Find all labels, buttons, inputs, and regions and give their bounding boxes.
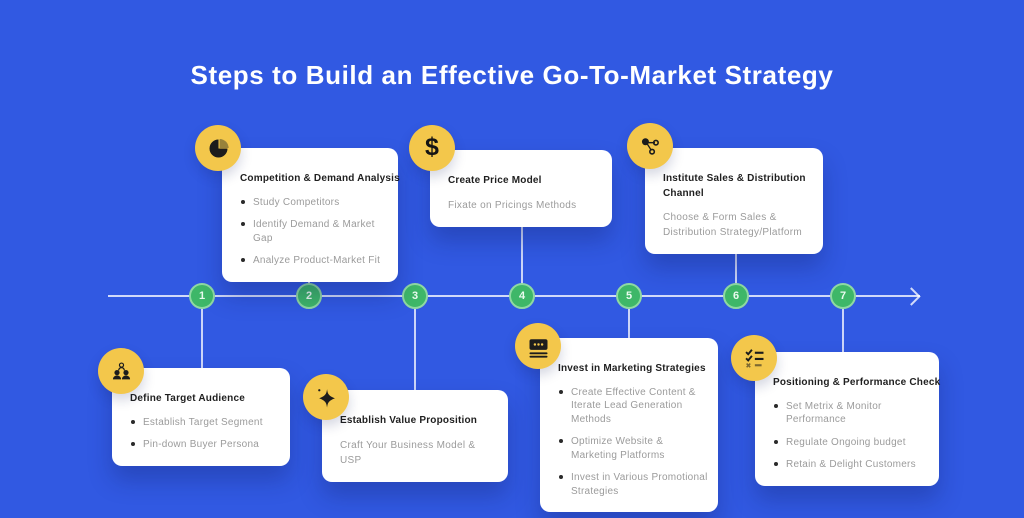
bullet-item: Pin-down Buyer Persona [130, 438, 278, 452]
connector-step-1 [201, 296, 203, 376]
card-title: Create Price Model [448, 175, 542, 186]
bullet-item: Retain & Delight Customers [773, 458, 931, 472]
timeline-node-6: 6 [723, 283, 749, 309]
share-icon [627, 123, 673, 169]
card-title: Define Target Audience [130, 393, 245, 404]
step-card-define-target-audience: Define Target Audience Establish Target … [112, 368, 290, 466]
card-description: Choose & Form Sales & Distribution Strat… [663, 212, 803, 238]
card-title: Competition & Demand Analysis [240, 173, 400, 184]
card-bullet-list: Set Metrix & Monitor Performance Regulat… [773, 400, 931, 472]
bullet-item: Identify Demand & Market Gap [240, 218, 386, 245]
step-card-create-price-model: Create Price Model Fixate on Pricings Me… [430, 150, 612, 227]
bullet-item: Establish Target Segment [130, 416, 278, 430]
audience-icon [98, 348, 144, 394]
billboard-icon [515, 323, 561, 369]
sparkle-icon [303, 374, 349, 420]
card-description: Fixate on Pricings Methods [448, 199, 577, 211]
bullet-item: Invest in Various Promotional Strategies [558, 471, 712, 498]
step-card-invest-in-marketing-strategies: Invest in Marketing Strategies Create Ef… [540, 338, 718, 512]
timeline-node-1: 1 [189, 283, 215, 309]
page-title: Steps to Build an Effective Go-To-Market… [190, 60, 834, 90]
timeline-arrow-icon [902, 287, 921, 306]
connector-step-6 [735, 212, 737, 296]
bullet-item: Analyze Product-Market Fit [240, 254, 386, 268]
timeline-node-2: 2 [296, 283, 322, 309]
timeline-node-7: 7 [830, 283, 856, 309]
timeline-node-3: 3 [402, 283, 428, 309]
card-bullet-list: Create Effective Content & Iterate Lead … [558, 386, 712, 499]
step-card-institute-sales-distribution-channel: Institute Sales & Distribution Channel C… [645, 148, 823, 254]
timeline-node-4: 4 [509, 283, 535, 309]
step-card-competition-demand-analysis: Competition & Demand Analysis Study Comp… [222, 148, 400, 282]
card-title: Invest in Marketing Strategies [558, 363, 706, 374]
connector-step-5 [628, 296, 630, 346]
connector-step-7 [842, 296, 844, 360]
card-title: Institute Sales & Distribution Channel [663, 173, 806, 199]
dollar-icon: $ [409, 125, 455, 171]
bullet-item: Create Effective Content & Iterate Lead … [558, 386, 712, 427]
connector-step-4 [521, 200, 523, 296]
pie-chart-icon [195, 125, 241, 171]
card-title: Establish Value Proposition [340, 415, 478, 426]
bullet-item: Optimize Website & Marketing Platforms [558, 435, 712, 462]
bullet-item: Study Competitors [240, 196, 386, 210]
card-description: Craft Your Business Model & USP [340, 439, 476, 466]
card-bullet-list: Study Competitors Identify Demand & Mark… [240, 196, 386, 268]
bullet-item: Regulate Ongoing budget [773, 436, 931, 450]
card-bullet-list: Establish Target Segment Pin-down Buyer … [130, 416, 278, 452]
checklist-icon [731, 335, 777, 381]
step-card-positioning-performance-check: Positioning & Performance Check Set Metr… [755, 352, 941, 486]
connector-step-3 [414, 296, 416, 398]
timeline-node-5: 5 [616, 283, 642, 309]
card-title: Positioning & Performance Check [773, 377, 941, 388]
step-card-establish-value-proposition: Establish Value Proposition Craft Your B… [322, 390, 508, 482]
bullet-item: Set Metrix & Monitor Performance [773, 400, 931, 427]
